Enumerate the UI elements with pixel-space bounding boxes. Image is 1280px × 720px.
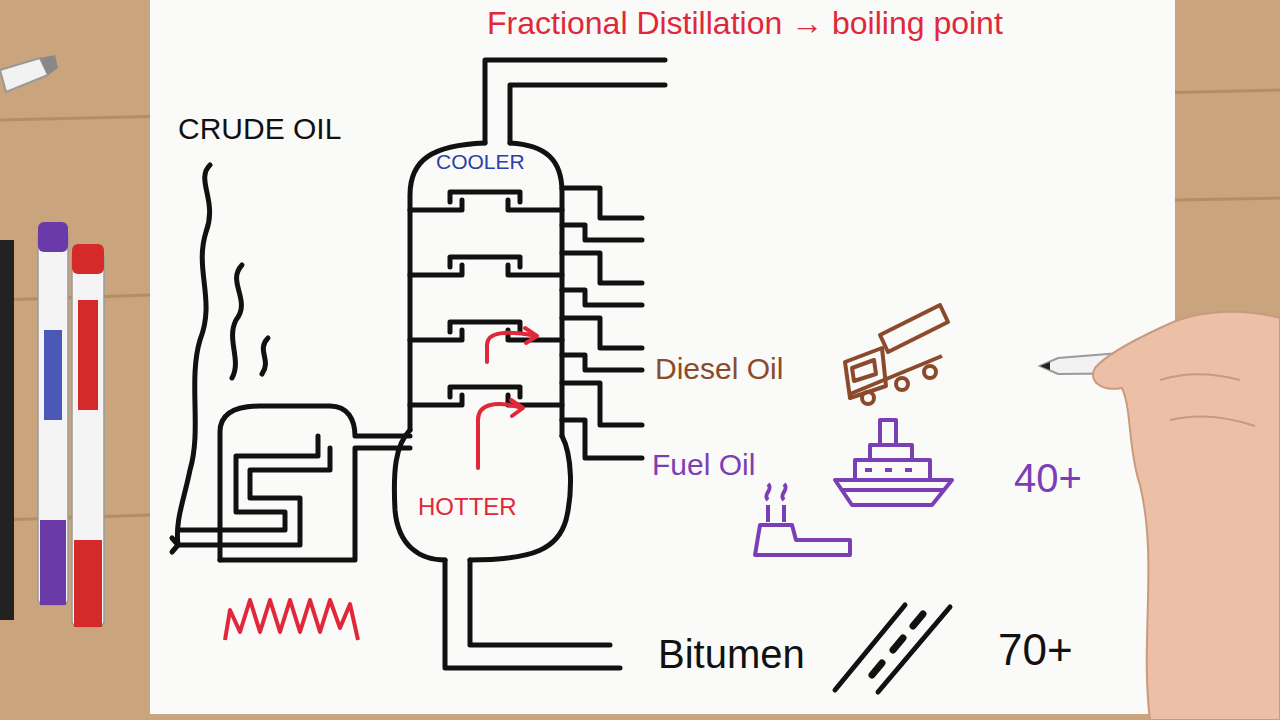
- fraction-label: Fuel Oil: [652, 448, 755, 481]
- knuckle-line: [1160, 374, 1255, 426]
- white-crayon: [0, 58, 48, 92]
- purple-marker: [38, 230, 68, 605]
- ship-deck: [842, 488, 945, 492]
- tray: [410, 192, 562, 210]
- carbon-number: 40+: [1014, 456, 1082, 500]
- factory-chimney: [768, 505, 784, 522]
- bitumen-pipe: [445, 560, 620, 668]
- top-pipe: [485, 60, 665, 143]
- carbon-number: 70+: [998, 626, 1073, 674]
- truck-chassis: [850, 356, 942, 394]
- fraction-label: Bitumen: [658, 632, 805, 676]
- outlet-pipe: [562, 318, 642, 370]
- inlet-end: [172, 538, 178, 552]
- arrow-head: [511, 400, 523, 416]
- column-group: [394, 60, 665, 668]
- purple-marker-end: [40, 520, 66, 605]
- ship-cabin: [855, 460, 930, 480]
- crude-oil-stream: [177, 165, 210, 545]
- truck-wheel: [862, 392, 874, 404]
- marker-logo: [44, 330, 62, 420]
- region-label: COOLER: [436, 150, 525, 173]
- vapour-arrows: [478, 328, 537, 468]
- fraction-label: Diesel Oil: [655, 352, 783, 385]
- marker-tip: [1040, 362, 1050, 370]
- vapour-line: [232, 265, 242, 378]
- marker-logo: [78, 300, 98, 410]
- paper-sheet: [150, 0, 1175, 714]
- arrow-head: [525, 328, 537, 343]
- factory-icon: [755, 484, 850, 555]
- crayon-tip: [40, 55, 58, 75]
- red-marker: [72, 252, 104, 627]
- truck-tank: [880, 305, 948, 352]
- tray: [410, 387, 562, 405]
- top-pipe: [510, 85, 665, 143]
- red-cap: [72, 244, 104, 274]
- road-icon: [835, 605, 950, 692]
- truck-wheel: [924, 366, 936, 378]
- tray: [410, 322, 562, 340]
- truck-window: [852, 360, 876, 381]
- ship-icon: [835, 420, 952, 505]
- truck-wheel: [896, 378, 908, 390]
- heater-group: [172, 165, 410, 560]
- factory-smoke: [766, 484, 785, 500]
- markers: [0, 55, 104, 627]
- red-marker-end: [74, 540, 102, 627]
- heading-label: CRUDE OIL: [178, 112, 341, 145]
- outlet-pipe: [562, 383, 642, 458]
- heating-coil: [178, 436, 318, 530]
- vapour-arrow: [487, 333, 536, 362]
- hand: [1093, 312, 1280, 720]
- flame-symbol: [225, 600, 358, 640]
- tray: [410, 257, 562, 275]
- ship-hull: [835, 480, 952, 505]
- purple-cap: [38, 222, 68, 252]
- factory-building: [755, 525, 850, 555]
- vapour-line: [262, 338, 268, 374]
- diagram-title: Fractional Distillation → boiling point: [487, 6, 1003, 41]
- black-marker: [0, 240, 14, 620]
- outlet-pipe: [562, 188, 642, 240]
- region-label: HOTTER: [418, 494, 517, 520]
- bitumen-pipe: [470, 560, 610, 645]
- truck-icon: [845, 305, 948, 404]
- hand-group: [1040, 312, 1280, 720]
- ship-window: [865, 468, 912, 472]
- ship-bridge: [870, 445, 912, 460]
- road-dash: [872, 614, 923, 675]
- ship-funnel: [880, 420, 896, 445]
- outlet-pipe: [562, 253, 642, 305]
